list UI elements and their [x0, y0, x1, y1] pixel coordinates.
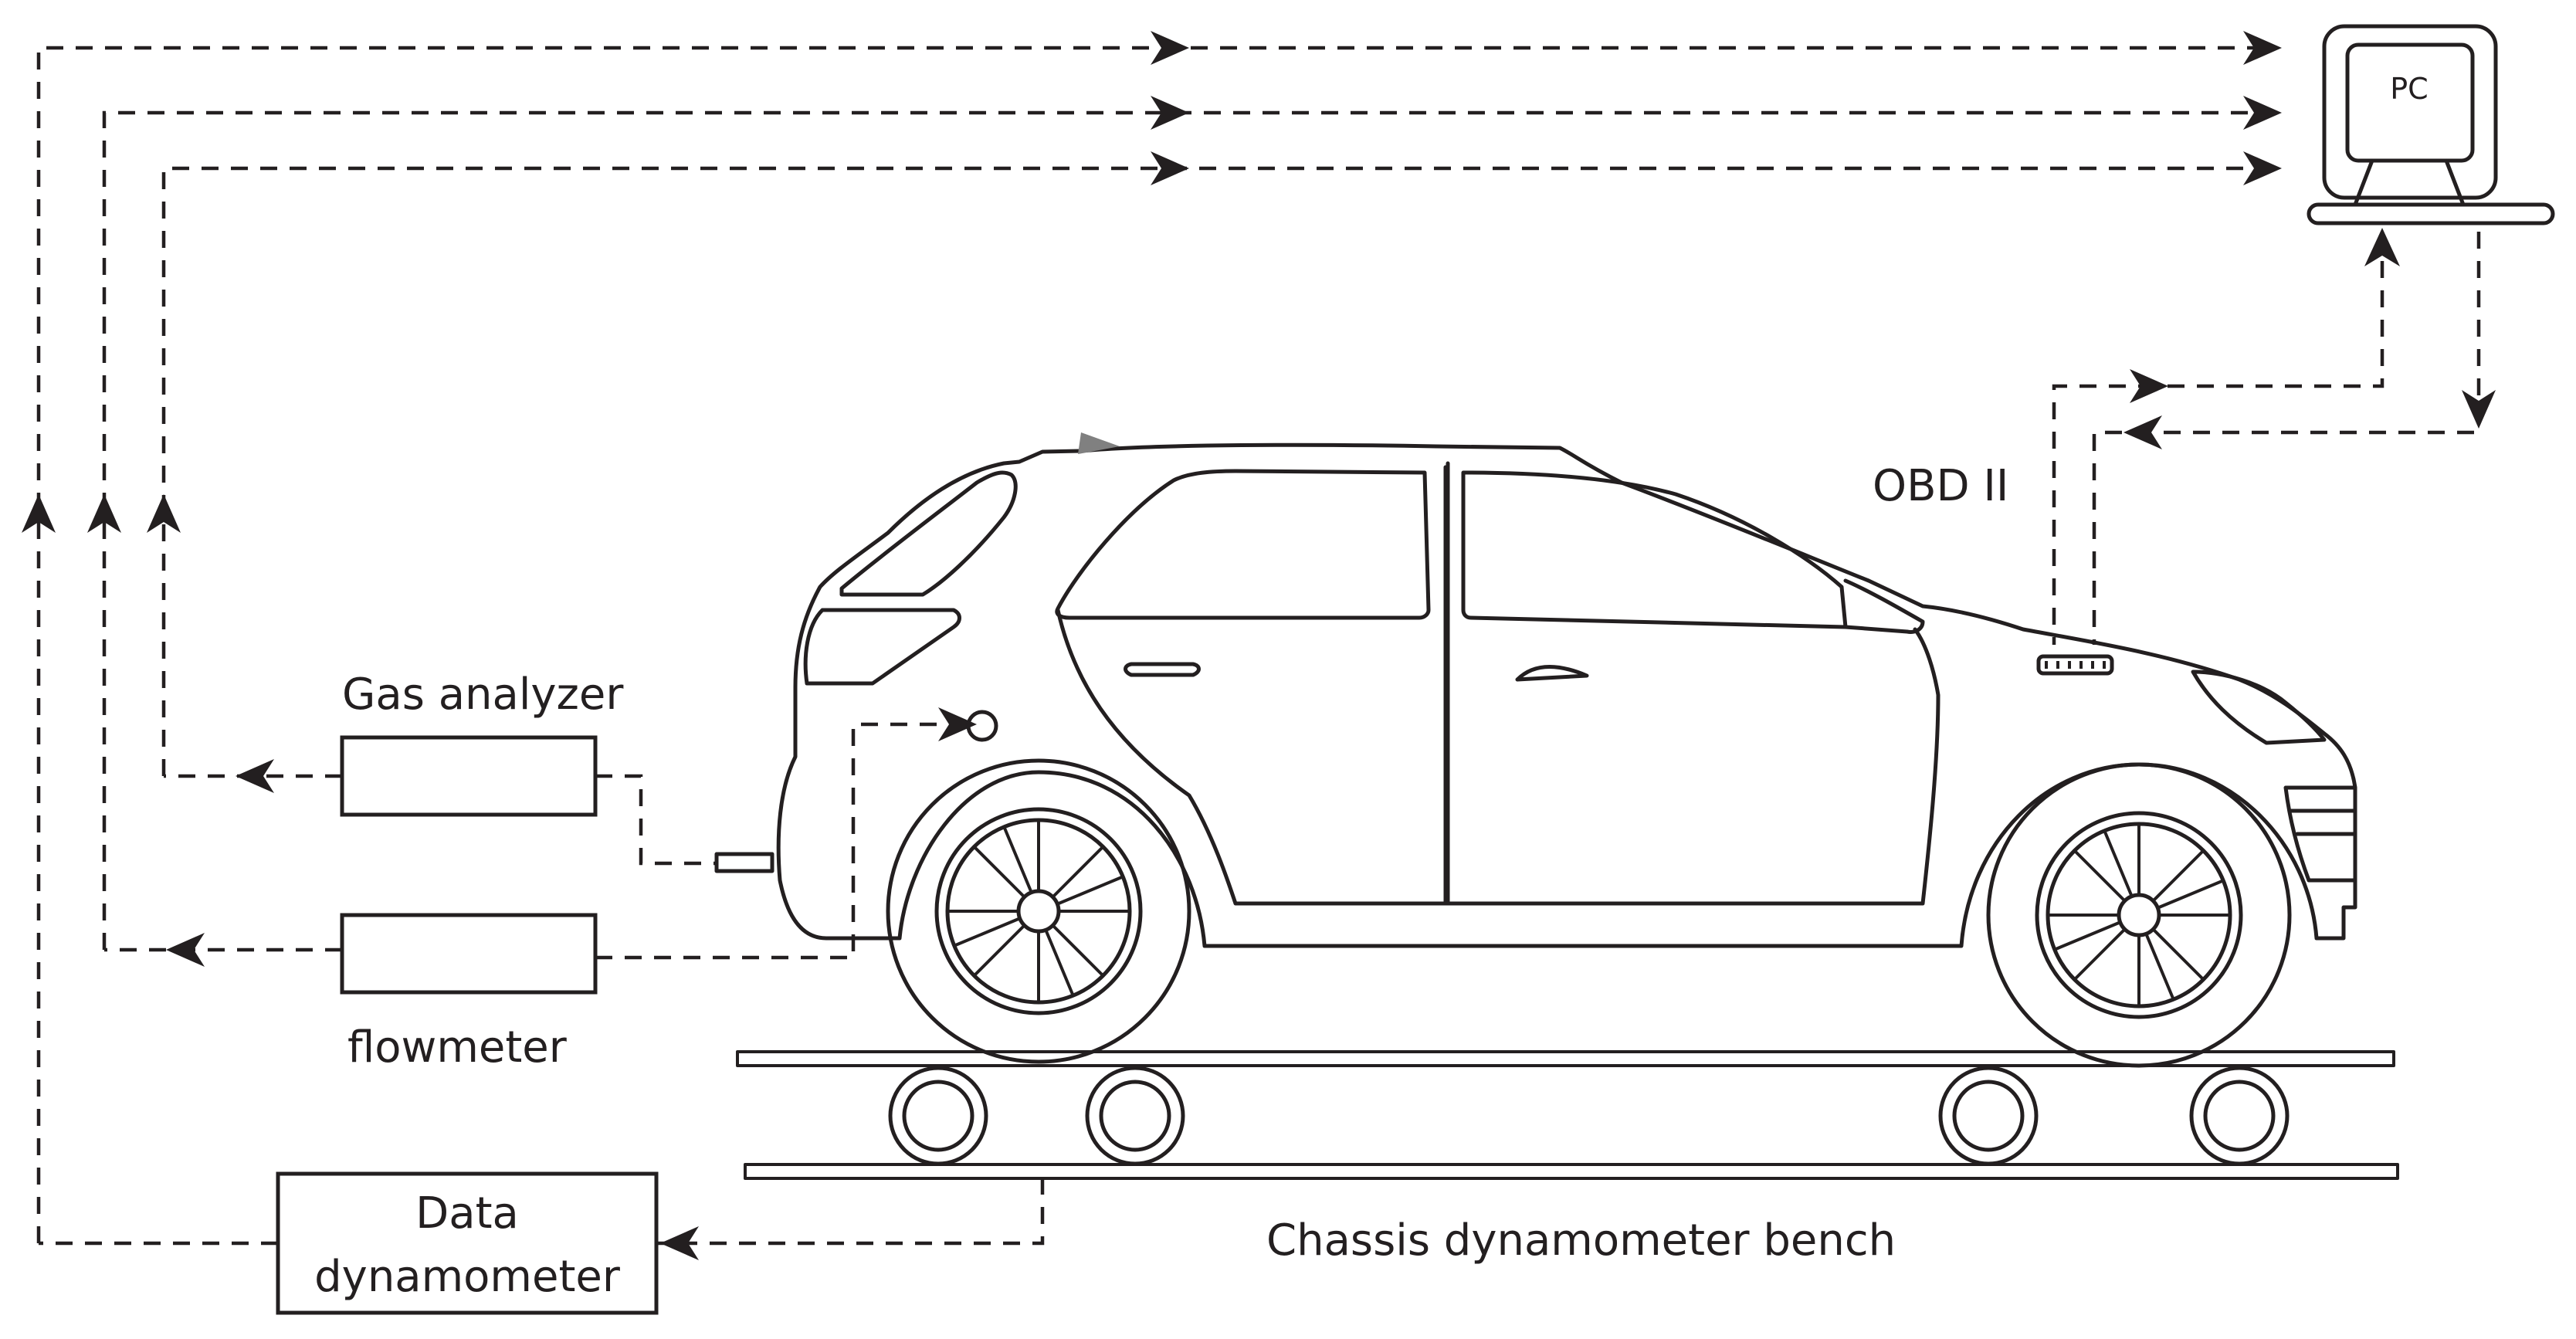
- arrow-up-icon: [22, 494, 56, 533]
- pc-monitor-bezel: [2322, 24, 2498, 200]
- obd-port-pins: [2045, 661, 2106, 669]
- bench-roller: [1085, 1066, 1185, 1166]
- signal-lines-to-pc: [22, 31, 2282, 1243]
- tail-light: [803, 608, 961, 686]
- fuel-flow-line: [595, 722, 965, 960]
- arrow-up-icon: [2364, 228, 2400, 266]
- arrow-right-icon: [1151, 151, 1189, 185]
- gas-analyzer-box: [340, 735, 598, 817]
- bench-top-plate: [736, 1050, 2395, 1067]
- bench-roller: [2189, 1066, 2290, 1166]
- data-dynamometer-label-line1: Data: [415, 1188, 519, 1239]
- bench-roller: [1938, 1066, 2039, 1166]
- exhaust-sample-line: [595, 774, 717, 866]
- data-dynamometer: Data dynamometer: [39, 1171, 1045, 1315]
- obd-port: [2036, 654, 2114, 676]
- pc-stand: [2353, 158, 2466, 207]
- arrow-up-icon: [147, 494, 181, 533]
- exhaust-pipe: [714, 852, 774, 873]
- gas-analyzer-line: [161, 166, 2266, 776]
- flowmeter-line: [102, 110, 2266, 950]
- rear-door-handle: [1124, 662, 1201, 677]
- bench-to-data-line: [656, 1178, 1045, 1246]
- bench-bottom-plate: [744, 1163, 2399, 1180]
- arrow-left-icon: [2124, 415, 2162, 449]
- data-dynamometer-label-line2: dynamometer: [314, 1252, 621, 1302]
- side-window-frame: [1055, 469, 1431, 620]
- arrow-left-icon: [236, 759, 274, 793]
- roof-antenna: [1078, 432, 1120, 454]
- pc-to-obd-line: [2052, 232, 2384, 645]
- arrow-right-icon: [938, 707, 977, 741]
- door-outline: [1056, 608, 1940, 906]
- bench-label: Chassis dynamometer bench: [1266, 1215, 1896, 1266]
- flowmeter-box: [340, 913, 598, 995]
- front-side-window: [1461, 470, 1848, 629]
- pc-label: PC: [2390, 72, 2428, 106]
- arrow-up-icon: [87, 494, 121, 533]
- flowmeter-label: flowmeter: [347, 1022, 568, 1073]
- front-bumper: [2283, 785, 2357, 883]
- gas-analyzer-label: Gas analyzer: [342, 670, 624, 720]
- arrow-right-icon: [2130, 369, 2168, 403]
- rear-window: [839, 470, 1018, 597]
- pc-screen: [2345, 42, 2475, 163]
- gas-analyzer: Gas analyzer: [164, 670, 717, 866]
- obd-to-pc-line: [2092, 232, 2481, 645]
- pc-computer-icon: PC: [2307, 24, 2555, 225]
- obd-label: OBD II: [1873, 461, 2008, 511]
- front-door-handle: [1515, 665, 1589, 682]
- grille-line: [2287, 808, 2357, 836]
- chassis-dynamometer-bench: Chassis dynamometer bench: [736, 1050, 2399, 1266]
- front-wheel: [1986, 762, 2292, 1068]
- obd-signal-lines: OBD II: [1873, 228, 2496, 645]
- arrow-right-icon: [1151, 31, 1189, 65]
- side-mirror: [1843, 578, 1925, 634]
- flowmeter: flowmeter: [104, 707, 977, 1073]
- data-dynamometer-line: [36, 46, 2266, 1243]
- rear-wheel: [886, 758, 1191, 1064]
- arrow-left-icon: [166, 933, 205, 967]
- arrow-right-icon: [1151, 96, 1189, 130]
- arrow-left-icon: [660, 1226, 699, 1260]
- fuel-cap: [966, 710, 998, 742]
- car-illustration: [714, 432, 2357, 1068]
- pc-base: [2307, 202, 2555, 225]
- arrow-down-icon: [2462, 390, 2496, 429]
- headlight: [2191, 670, 2327, 745]
- bench-roller: [888, 1066, 988, 1166]
- arrow-right-icon: [2243, 96, 2282, 130]
- car-body: [776, 442, 2357, 948]
- arrow-right-icon: [2243, 151, 2282, 185]
- door-line: [1443, 461, 1450, 906]
- data-dynamometer-box: [276, 1171, 659, 1315]
- arrow-right-icon: [2243, 31, 2282, 65]
